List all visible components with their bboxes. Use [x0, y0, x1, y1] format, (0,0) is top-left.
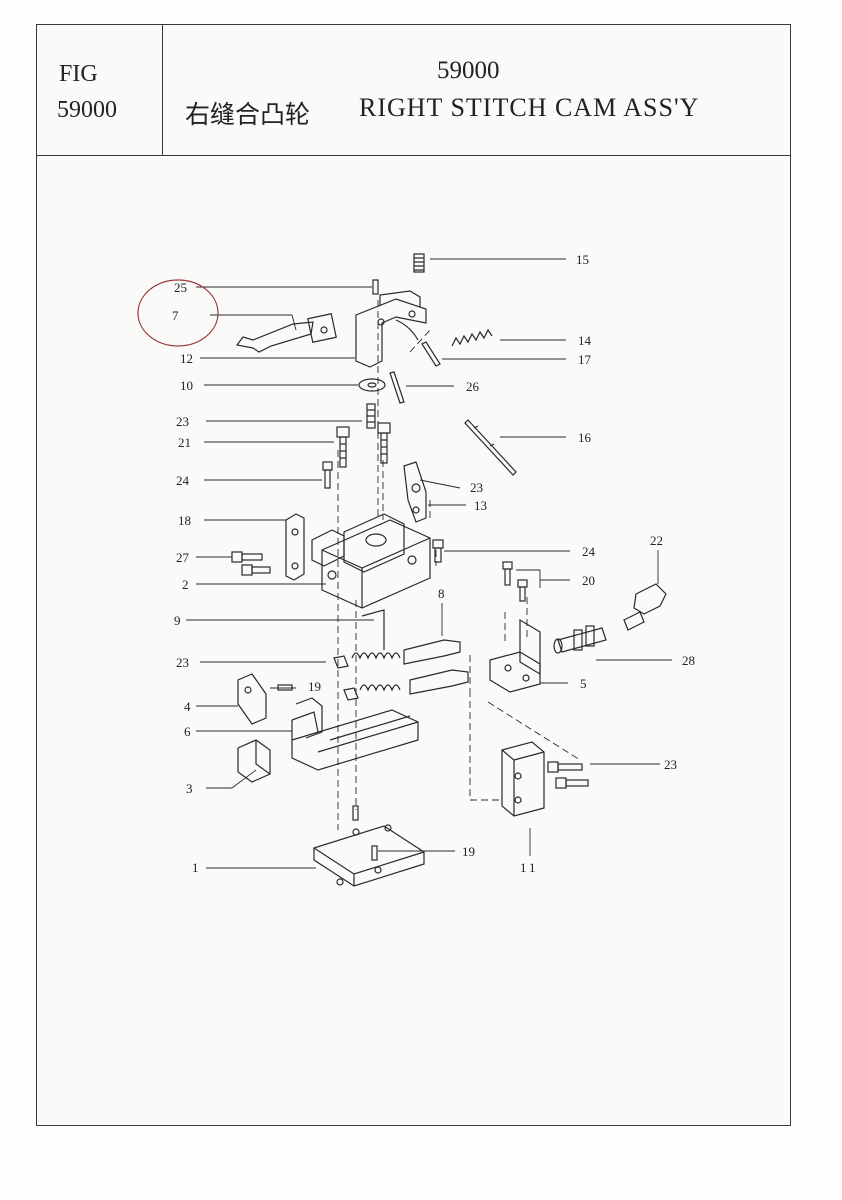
part-10-washer	[358, 378, 386, 392]
sheet-header: FIG 59000 59000 右缝合凸轮 RIGHT STITCH CAM A…	[37, 25, 790, 156]
callout-24-b: 24	[582, 544, 596, 559]
part-25-pin	[372, 279, 379, 295]
highlight-circle-mark	[137, 279, 219, 347]
part-19-pin-lower	[352, 805, 378, 861]
callout-10: 10	[180, 378, 193, 393]
title-english: RIGHT STITCH CAM ASS'Y	[359, 93, 700, 122]
part-21-screws	[336, 422, 391, 468]
callout-1: 1	[192, 860, 199, 875]
part-15-spring	[413, 253, 425, 273]
part-23-screws-right	[547, 761, 589, 789]
callout-21: 21	[178, 435, 191, 450]
callout-2: 2	[182, 577, 189, 592]
callout-14: 14	[578, 333, 592, 348]
part-4-block	[237, 673, 267, 725]
part-24-screw-left	[322, 461, 333, 489]
leader-lines	[186, 258, 672, 869]
part-28-fitting	[553, 625, 607, 654]
part-18-plate	[285, 513, 305, 581]
callout-22: 22	[650, 533, 663, 548]
assembly-dash-lines	[337, 300, 581, 830]
part-12-bracket	[355, 290, 427, 368]
figure-id-box: FIG 59000	[37, 25, 163, 155]
part-26-pin	[389, 371, 405, 404]
callout-23-b: 23	[176, 655, 189, 670]
callout-23-c: 23	[470, 480, 483, 495]
part-2-main-block	[311, 513, 431, 609]
callout-3: 3	[186, 781, 193, 796]
callout-25: 25	[174, 280, 187, 295]
part-9-spring-rods	[333, 609, 469, 701]
part-19-pin-upper	[277, 684, 293, 691]
callout-9: 9	[174, 613, 181, 628]
part-17-pin	[421, 341, 441, 367]
callout-labels: 25 7 12 10 23 21 24 18 27 2 9 23 19 4 6 …	[172, 252, 695, 875]
callout-18: 18	[178, 513, 191, 528]
fig-number: 59000	[57, 97, 117, 123]
fig-label: FIG	[59, 61, 98, 87]
callout-19-b: 19	[462, 844, 475, 859]
callout-26: 26	[466, 379, 480, 394]
part-7-cam-lever	[235, 313, 337, 353]
callout-23-a: 23	[176, 414, 189, 429]
callout-20: 20	[582, 573, 595, 588]
callout-11: 11	[520, 860, 539, 875]
callout-28: 28	[682, 653, 695, 668]
callout-17: 17	[578, 352, 592, 367]
callout-16: 16	[578, 430, 592, 445]
part-5-bracket	[489, 618, 541, 693]
part-23-screw-top	[366, 403, 376, 429]
part-22-elbow-fitting	[623, 583, 667, 631]
callout-5: 5	[580, 676, 587, 691]
part-3-block	[237, 739, 271, 783]
callout-24-a: 24	[176, 473, 190, 488]
callout-4: 4	[184, 699, 191, 714]
parts-diagram-sheet: FIG 59000 59000 右缝合凸轮 RIGHT STITCH CAM A…	[36, 24, 791, 1126]
part-24-screw-right	[432, 539, 444, 563]
part-13-bracket	[403, 461, 427, 523]
callout-6: 6	[184, 724, 191, 739]
callout-12: 12	[180, 351, 193, 366]
callout-27: 27	[176, 550, 190, 565]
part-1-base-plate	[313, 824, 425, 887]
part-6-base-channel	[291, 697, 419, 771]
part-16-rod	[464, 419, 517, 476]
callout-13: 13	[474, 498, 487, 513]
callout-23-d: 23	[664, 757, 677, 772]
part-27-screws	[231, 551, 271, 576]
callout-7: 7	[172, 308, 179, 323]
title-chinese: 右缝合凸轮	[185, 100, 311, 129]
callout-15: 15	[576, 252, 589, 267]
title-number: 59000	[437, 57, 500, 84]
part-20-screws	[502, 561, 528, 602]
callout-8: 8	[438, 586, 445, 601]
part-14-spring	[451, 328, 493, 347]
part-11-block	[501, 741, 545, 817]
callout-19-a: 19	[308, 679, 321, 694]
